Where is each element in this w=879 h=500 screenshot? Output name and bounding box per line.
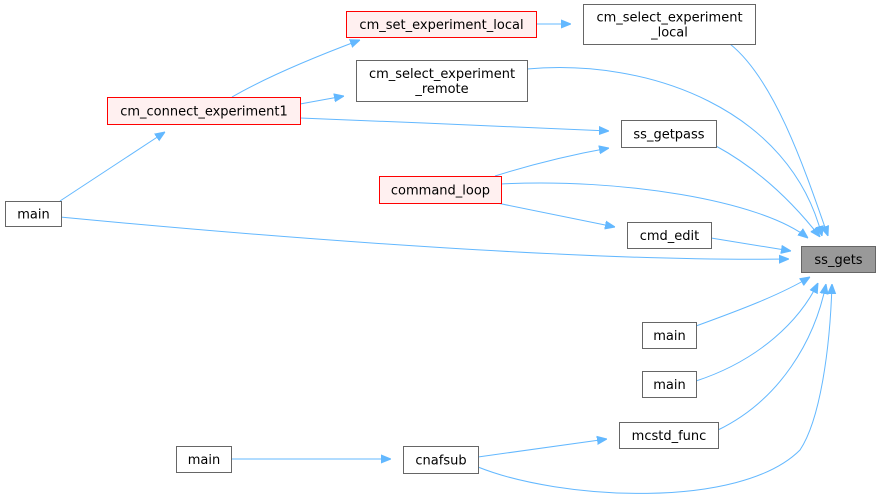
node-label: _remote [414,82,468,97]
edge-cmd_edit-to-ss_gets [710,237,791,251]
edge-main_b-to-ss_gets [695,283,818,382]
edge-main_left-to-ss_gets [59,216,789,259]
node-label: main [653,329,685,344]
node-label: cnafsub [415,454,466,469]
edge-command_loop-to-cmd_edit [496,202,615,227]
node-cnafsub[interactable]: cnafsub [403,446,479,474]
node-label: ss_gets [814,253,862,268]
edge-cm_connect_experiment1-to-cm_set_experiment_local [231,40,360,98]
node-label: command_loop [391,184,490,199]
node-label: cm_set_experiment_local [359,18,523,33]
node-ss-getpass[interactable]: ss_getpass [621,120,717,148]
node-main-left[interactable]: main [5,201,62,227]
edge-cm_connect_experiment1-to-cm_select_experiment_remote [299,96,344,105]
edge-command_loop-to-ss_getpass [494,148,609,177]
edge-mcstd_func-to-ss_gets [717,284,826,431]
edge-cnafsub-to-ss_gets [477,284,832,494]
edge-ss_getpass-to-ss_gets [715,145,820,237]
node-label: cm_select_experiment [596,11,742,26]
node-label: ss_getpass [633,128,704,143]
edge-cm_connect_experiment1-to-ss_getpass [299,117,609,131]
node-label: mcstd_func [632,429,707,444]
node-cm-connect-experiment1[interactable]: cm_connect_experiment1 [107,97,301,125]
edge-main_left-to-cm_connect_experiment1 [59,132,165,202]
edge-main_a-to-ss_gets [695,277,810,327]
node-ss-gets[interactable]: ss_gets [801,246,876,273]
node-cm-set-experiment-local[interactable]: cm_set_experiment_local [346,11,537,38]
node-main-b[interactable]: main [642,371,697,398]
edge-cm_select_experiment_local-to-ss_gets [729,43,828,236]
edge-cnafsub-to-mcstd_func [477,439,607,458]
node-cm-select-experiment-local[interactable]: cm_select_experiment_local [583,4,756,45]
edge-cm_select_experiment_remote-to-ss_gets [526,67,822,236]
node-cm-select-experiment-remote[interactable]: cm_select_experiment_remote [356,60,528,102]
edges [59,24,832,494]
node-label: main [17,208,49,223]
node-main-bottom[interactable]: main [176,446,232,473]
node-label: main [188,453,220,468]
node-label: cmd_edit [640,229,700,244]
node-cmd-edit[interactable]: cmd_edit [627,222,712,249]
edge-command_loop-to-ss_gets [500,182,808,238]
nodes: cm_set_experiment_local cm_select_experim… [5,4,876,474]
node-main-a[interactable]: main [642,322,697,349]
node-command-loop[interactable]: command_loop [379,176,502,204]
node-label: _local [650,26,688,41]
node-label: main [653,378,685,393]
node-label: cm_select_experiment [369,67,515,82]
node-label: cm_connect_experiment1 [120,105,288,120]
node-mcstd-func[interactable]: mcstd_func [619,422,719,449]
